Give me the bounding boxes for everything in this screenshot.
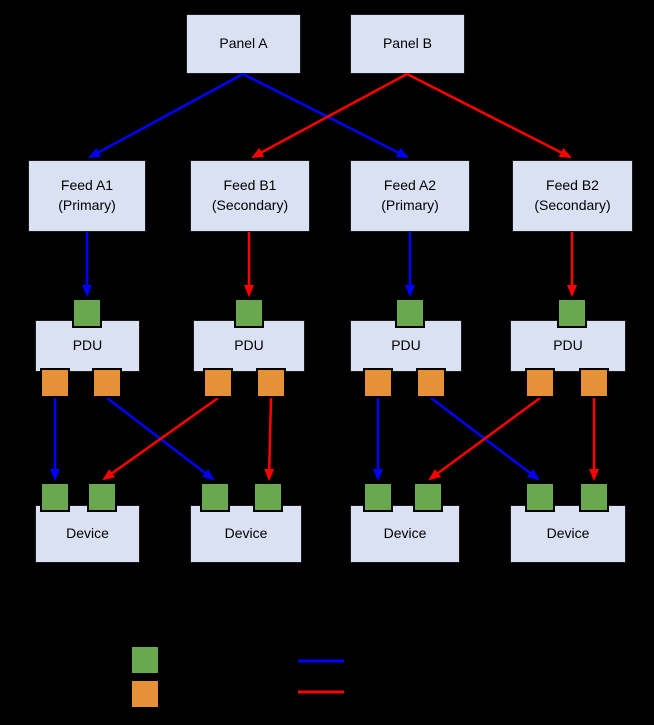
feed-a2-name: Feed A2 bbox=[383, 177, 437, 194]
panel-a-label: Panel A bbox=[219, 35, 268, 52]
feed-a2-role: (Primary) bbox=[381, 197, 439, 213]
device-2-label: Device bbox=[224, 525, 268, 542]
pdu-2-label: PDU bbox=[234, 337, 264, 354]
pdu-3-box: PDU bbox=[350, 320, 462, 372]
device-1-box: Device bbox=[35, 505, 140, 563]
device-3-label: Device bbox=[383, 525, 427, 542]
pdu-3-output-port-left bbox=[363, 368, 393, 398]
panel-b-box: Panel B bbox=[350, 14, 465, 74]
device-2-input-port-right bbox=[253, 482, 283, 512]
device-1-input-port-left bbox=[40, 482, 70, 512]
feed-a1-box: Feed A1 (Primary) bbox=[28, 160, 146, 232]
edge-pdu-2-device-2 bbox=[264, 397, 275, 481]
pdu-4-input-port bbox=[557, 298, 587, 328]
panel-a-box: Panel A bbox=[186, 14, 301, 74]
device-4-box: Device bbox=[510, 505, 626, 563]
pdu-4-label: PDU bbox=[553, 337, 583, 354]
pdu-4-box: PDU bbox=[510, 320, 626, 372]
feed-b2-box: Feed B2 (Secondary) bbox=[512, 160, 633, 232]
feed-b1-role: (Secondary) bbox=[211, 197, 289, 213]
edge-panel-b-feed-b2 bbox=[406, 72, 572, 159]
device-1-input-port-right bbox=[87, 482, 117, 512]
pdu-3-label: PDU bbox=[391, 337, 421, 354]
pdu-1-output-port-left bbox=[40, 368, 70, 398]
device-3-box: Device bbox=[350, 505, 460, 563]
device-3-input-port-left bbox=[363, 482, 393, 512]
pdu-2-output-port-left bbox=[203, 368, 233, 398]
pdu-3-input-port bbox=[395, 298, 425, 328]
feed-a1-name: Feed A1 bbox=[60, 177, 114, 194]
device-4-input-port-right bbox=[579, 482, 609, 512]
pdu-2-input-port bbox=[234, 298, 264, 328]
pdu-1-output-port-right bbox=[92, 368, 122, 398]
feed-b1-box: Feed B1 (Secondary) bbox=[190, 160, 310, 232]
device-4-input-port-left bbox=[525, 482, 555, 512]
feed-b2-role: (Secondary) bbox=[534, 197, 611, 213]
pdu-2-box: PDU bbox=[193, 320, 305, 372]
panel-b-label: Panel B bbox=[382, 35, 433, 52]
feed-a2-box: Feed A2 (Primary) bbox=[350, 160, 470, 232]
device-3-input-port-right bbox=[413, 482, 443, 512]
edge-panel-a-feed-a1 bbox=[88, 72, 244, 159]
legend-input-swatch bbox=[130, 645, 160, 675]
pdu-1-input-port bbox=[72, 298, 102, 328]
device-4-label: Device bbox=[546, 525, 590, 542]
device-2-input-port-left bbox=[200, 482, 230, 512]
legend-output-swatch bbox=[130, 679, 160, 709]
device-2-box: Device bbox=[190, 505, 302, 563]
feed-b1-name: Feed B1 bbox=[223, 177, 277, 194]
edge-pdu-4-device-3 bbox=[428, 396, 541, 481]
feed-a1-role: (Primary) bbox=[58, 197, 116, 213]
pdu-4-output-port-left bbox=[525, 368, 555, 398]
edge-panel-b-feed-b1 bbox=[251, 72, 408, 159]
feed-b2-name: Feed B2 bbox=[546, 177, 599, 194]
pdu-3-output-port-right bbox=[416, 368, 446, 398]
edge-pdu-2-device-1 bbox=[102, 396, 219, 481]
pdu-1-box: PDU bbox=[35, 320, 140, 372]
pdu-4-output-port-right bbox=[579, 368, 609, 398]
pdu-2-output-port-right bbox=[256, 368, 286, 398]
pdu-1-label: PDU bbox=[72, 337, 103, 354]
edge-panel-a-feed-a2 bbox=[242, 72, 409, 159]
device-1-label: Device bbox=[66, 525, 109, 542]
